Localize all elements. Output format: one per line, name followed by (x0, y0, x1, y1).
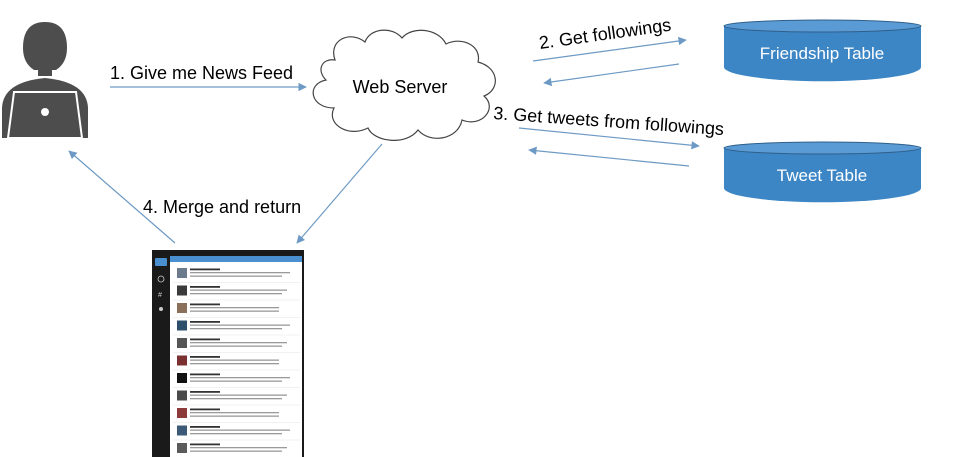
feed-text-line (190, 293, 282, 295)
step2-label: 2. Get followings (538, 15, 673, 53)
web-server-cloud: Web Server (312, 29, 496, 141)
feed-text-line (190, 443, 220, 446)
feed-avatar (177, 373, 187, 383)
feed-text-line (190, 426, 220, 428)
feed-text-line (190, 345, 282, 347)
feed-avatar (177, 355, 187, 366)
feed-text-line (190, 377, 290, 379)
feed-avatar (177, 285, 187, 296)
feed-text-line (190, 373, 220, 376)
feed-avatar (177, 268, 187, 278)
feed-text-line (190, 268, 220, 271)
feed-text-line (190, 272, 290, 274)
feed-text-line (190, 289, 287, 291)
feed-text-line (190, 286, 220, 288)
feed-text-line (190, 412, 279, 414)
arrow-step2 (532, 36, 687, 62)
feed-avatar (177, 425, 187, 436)
feed-text-line (190, 433, 282, 435)
feed-text-line (190, 307, 279, 309)
feed-text-line (190, 363, 279, 365)
web-server-label: Web Server (353, 77, 448, 97)
step3-label: 3. Get tweets from followings (493, 103, 725, 139)
feed-text-line (190, 328, 282, 330)
feed-text-line (190, 394, 287, 396)
friendship-table-database: Friendship Table (723, 19, 922, 82)
feed-text-line (190, 447, 287, 449)
friendship-table-label: Friendship Table (760, 44, 884, 63)
feed-text-line (190, 303, 220, 306)
feed-text-line (190, 342, 287, 344)
feed-text-line (190, 450, 282, 452)
feed-text-line (190, 310, 279, 312)
feed-text-line (190, 429, 290, 431)
feed-avatar (177, 390, 187, 401)
tablet-news-feed-screenshot: # (152, 250, 304, 457)
feed-avatar (177, 443, 187, 453)
feed-avatar (177, 408, 187, 418)
feed-text-line (190, 321, 220, 323)
feed-avatar (177, 338, 187, 348)
feed-text-line (190, 359, 279, 361)
arrow-step3 (518, 127, 700, 150)
feed-text-line (190, 391, 220, 393)
tweet-table-label: Tweet Table (777, 166, 867, 185)
feed-text-line (190, 356, 220, 358)
user-laptop-icon (2, 22, 88, 139)
feed-text-line (190, 415, 279, 417)
tablet-feed-list (173, 268, 300, 453)
svg-text:#: # (158, 292, 162, 299)
feed-text-line (190, 380, 282, 382)
feed-text-line (190, 398, 282, 400)
feed-avatar (177, 303, 187, 313)
tweet-table-database: Tweet Table (723, 141, 922, 203)
arrow-step2-return (543, 63, 680, 87)
feed-avatar (177, 320, 187, 331)
arrow-step4 (68, 150, 176, 244)
tablet-sidebar: # (155, 258, 167, 311)
feed-text-line (190, 324, 290, 326)
step4-label: 4. Merge and return (143, 197, 301, 217)
feed-text-line (190, 408, 220, 411)
arrow-step3-return (528, 146, 690, 167)
step1-label: 1. Give me News Feed (110, 63, 293, 83)
arrow-server-to-screen (296, 143, 383, 244)
feed-text-line (190, 338, 220, 341)
feed-text-line (190, 275, 282, 277)
